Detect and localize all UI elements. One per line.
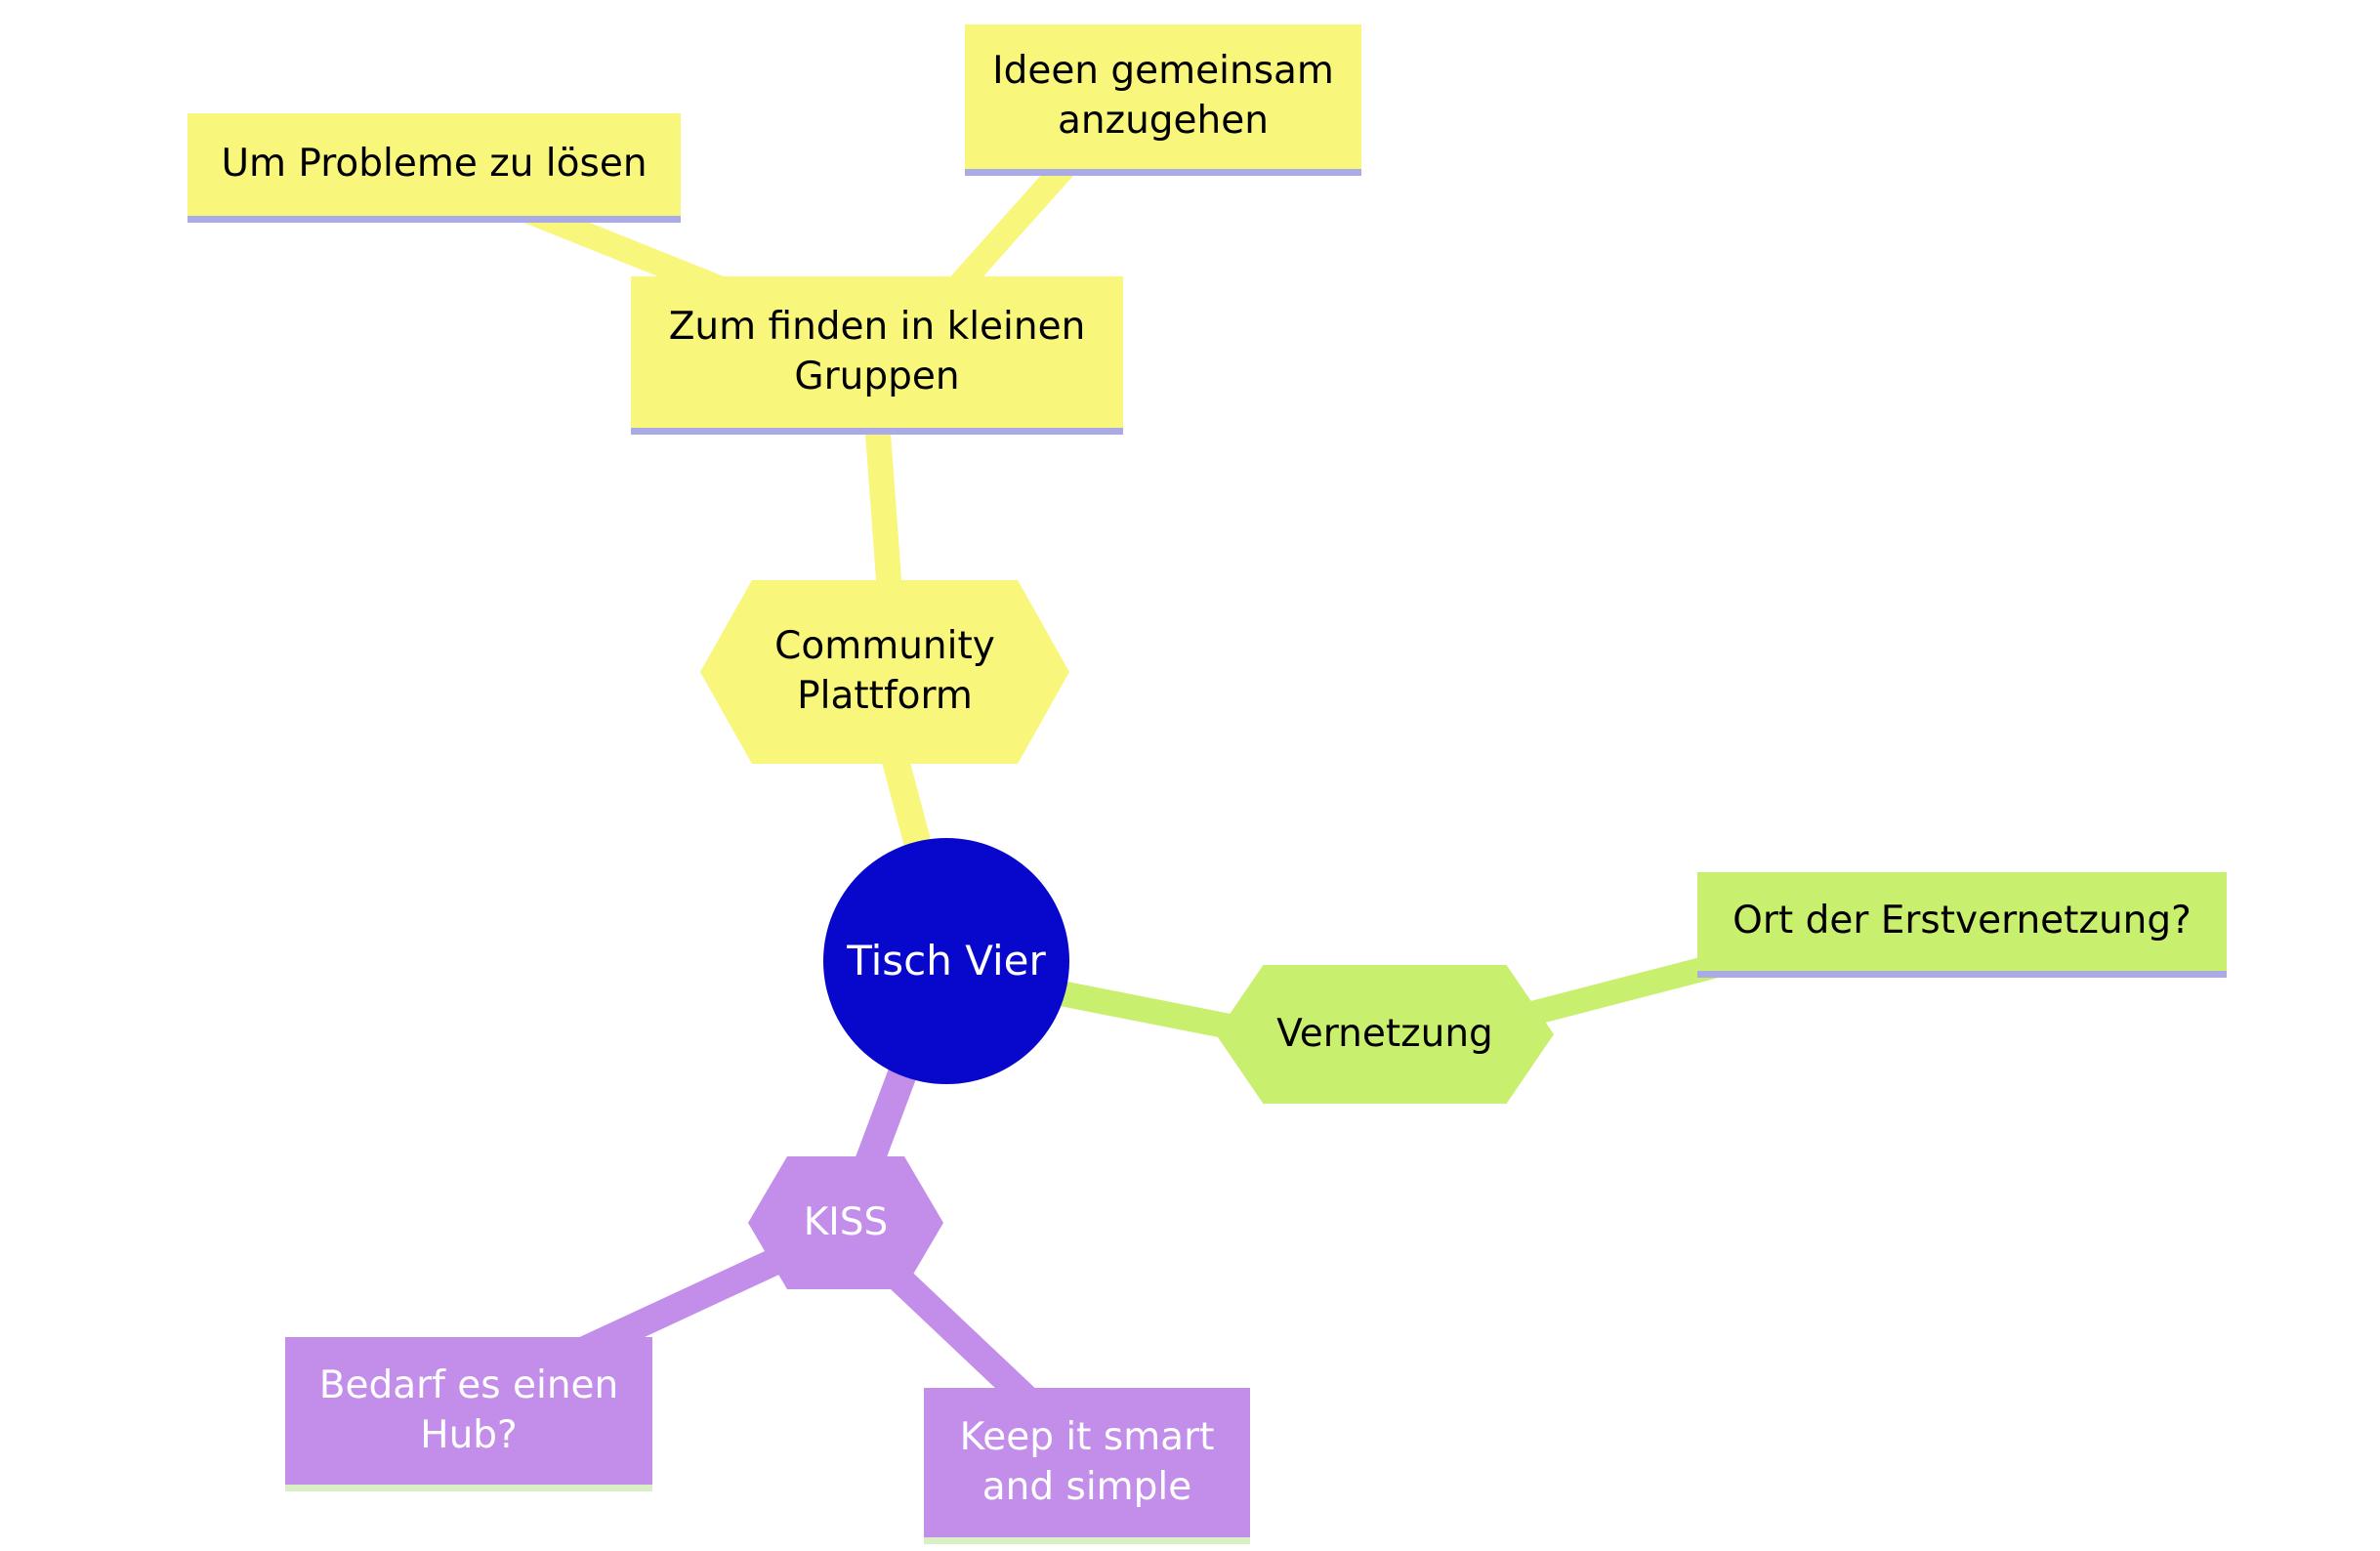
node-label: KISS	[803, 1199, 889, 1244]
node-zum-finden-in-kleinen-gruppen[interactable]: Zum finden in kleinen Gruppen	[631, 276, 1123, 435]
node-label: Community Plattform	[774, 624, 995, 718]
node-label: Zum finden in kleinen Gruppen	[668, 304, 1086, 398]
node-label: Keep it smart and simple	[959, 1414, 1215, 1509]
root-node-tisch-vier[interactable]: Tisch Vier	[823, 838, 1069, 1084]
root-label: Tisch Vier	[847, 936, 1046, 985]
node-community-plattform[interactable]: Community Plattform	[700, 580, 1069, 764]
node-ideen-gemeinsam-anzugehen[interactable]: Ideen gemeinsam anzugehen	[965, 24, 1361, 176]
node-kiss[interactable]: KISS	[748, 1156, 943, 1289]
edge-zumfinden-ideen	[939, 144, 1087, 306]
node-label: Ort der Erstvernetzung?	[1733, 899, 2192, 943]
edge-zumfinden-community	[864, 407, 903, 618]
node-label: Bedarf es einen Hub?	[318, 1362, 619, 1457]
node-label: Um Probleme zu lösen	[221, 142, 647, 187]
node-vernetzung[interactable]: Vernetzung	[1216, 965, 1554, 1104]
node-um-probleme-zu-loesen[interactable]: Um Probleme zu lösen	[188, 113, 681, 223]
node-label: Ideen gemeinsam anzugehen	[992, 49, 1334, 143]
node-bedarf-es-einen-hub[interactable]: Bedarf es einen Hub?	[285, 1337, 652, 1491]
node-label: Vernetzung	[1276, 1011, 1493, 1056]
node-ort-der-erstvernetzung[interactable]: Ort der Erstvernetzung?	[1697, 872, 2227, 978]
node-keep-it-smart-and-simple[interactable]: Keep it smart and simple	[924, 1388, 1250, 1544]
